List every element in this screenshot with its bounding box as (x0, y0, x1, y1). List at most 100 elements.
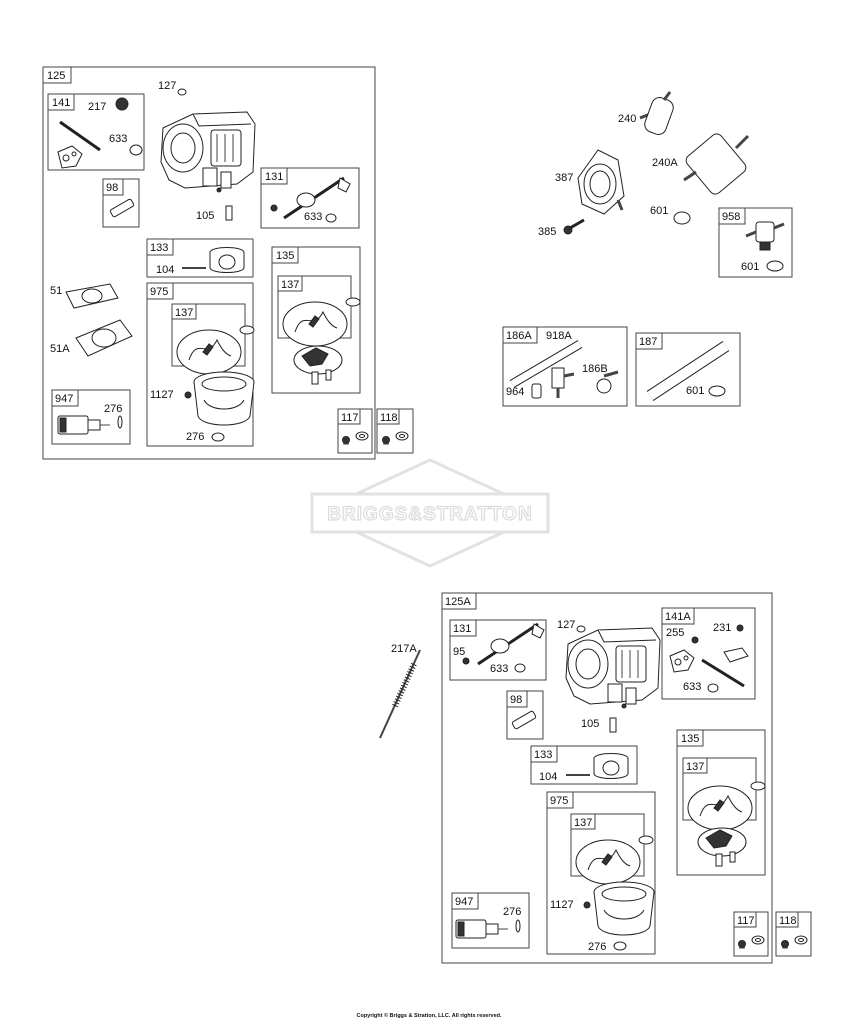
part-385-label: 385 (538, 226, 556, 238)
gasket-137-a (282, 297, 361, 347)
subassembly-187-label: 187 (639, 336, 657, 348)
part-601-label-958: 601 (741, 261, 759, 273)
gasket-51a (75, 319, 133, 357)
part-51a-label: 51A (50, 343, 70, 355)
fuel-system: 240 240A 387 385 601 958 (502, 91, 793, 407)
subassembly-131-label: 131 (265, 171, 283, 183)
part-95-label: 95 (453, 646, 465, 658)
fuel-filter-240a (683, 133, 750, 195)
solenoid-947b (455, 919, 521, 939)
throttle-shaft-b (476, 622, 546, 666)
gasket-137-b (176, 325, 255, 375)
subassembly-133-label: 133 (150, 242, 168, 254)
subassembly-947-label-b: 947 (455, 896, 473, 908)
part-217-label: 217 (88, 101, 106, 113)
part-95 (462, 657, 470, 665)
choke-shaft-b (701, 658, 745, 688)
subassembly-975-label: 975 (150, 286, 168, 298)
part-276-label-947: 276 (104, 403, 122, 415)
throttle-screw (270, 204, 278, 212)
part-98-screw-b (511, 710, 537, 730)
part-231 (736, 624, 744, 632)
part-117-b (738, 935, 765, 949)
shutoff-valve-958 (745, 221, 785, 251)
carb-base-135b (697, 827, 747, 867)
part-633-label-131: 633 (304, 211, 322, 223)
screw-385 (563, 218, 585, 235)
choke-shaft (59, 120, 101, 152)
part-104-label: 104 (156, 264, 174, 276)
choke-bracket (57, 145, 83, 169)
part-964 (531, 383, 542, 399)
carburetor-body (160, 111, 256, 193)
part-217 (115, 97, 129, 111)
carb-base-135 (293, 345, 343, 385)
part-276-975b (613, 941, 627, 951)
gasket-137-d (575, 835, 654, 885)
solenoid-947 (57, 415, 123, 435)
part-217a-label: 217A (391, 643, 417, 655)
subassembly-135-label: 135 (276, 250, 294, 262)
part-240a-label: 240A (652, 157, 678, 169)
part-117 (342, 431, 369, 445)
subassembly-118-label: 118 (380, 412, 398, 424)
part-276-label-947b: 276 (503, 906, 521, 918)
part-98-screw (109, 198, 135, 218)
part-118 (382, 431, 409, 445)
part-633-label-131b: 633 (490, 663, 508, 675)
part-276-975 (211, 432, 225, 442)
fitting-186a (551, 367, 575, 398)
assembly-125-label: 125 (47, 70, 65, 82)
part-633-131 (325, 213, 337, 223)
gasket-51 (65, 283, 119, 309)
part-633-label-141a: 633 (683, 681, 701, 693)
float-bowl-b (593, 881, 655, 936)
part-276-label-975b: 276 (588, 941, 606, 953)
assembly-125a: 125A 127 131 95 633 141A 255 231 633 98 (441, 592, 812, 964)
subassembly-133-label-b: 133 (534, 749, 552, 761)
part-105-label-b: 105 (581, 718, 599, 730)
subassembly-98-label: 98 (106, 182, 118, 194)
part-186b-label: 186B (582, 363, 608, 375)
part-633-141a (707, 683, 719, 693)
clamp-601-187 (708, 385, 726, 397)
part-1127 (184, 391, 192, 399)
subassembly-117-label: 117 (341, 412, 359, 424)
subassembly-98-label-b: 98 (510, 694, 522, 706)
spring-217a: 217A (379, 643, 421, 739)
part-601-label-187: 601 (686, 385, 704, 397)
part-118-b (781, 935, 808, 949)
part-127 (177, 88, 187, 96)
carburetor-body-b (565, 627, 661, 709)
choke-lever-b (723, 647, 749, 663)
part-240-label: 240 (618, 113, 636, 125)
fuel-pump-387 (577, 149, 625, 215)
part-127-label-b: 127 (557, 619, 575, 631)
float-bowl (193, 371, 255, 426)
subassembly-186a-label: 186A (506, 330, 532, 342)
part-105-b (609, 717, 617, 733)
part-231-label: 231 (713, 622, 731, 634)
clamp-601 (673, 211, 691, 225)
part-1127-label-b: 1127 (550, 899, 574, 911)
part-104-label-b: 104 (539, 771, 557, 783)
subassembly-131-label-b: 131 (453, 623, 471, 635)
subassembly-958-label: 958 (722, 211, 740, 223)
part-918a-label: 918A (546, 330, 572, 342)
assembly-125a-label: 125A (445, 596, 471, 608)
choke-bracket-b (669, 649, 695, 673)
subassembly-117-label-b: 117 (737, 915, 755, 927)
part-276-label-975: 276 (186, 431, 204, 443)
clamp-601-958 (766, 260, 784, 272)
part-105 (225, 205, 233, 221)
part-633 (129, 144, 143, 156)
subassembly-137-label-975: 137 (175, 307, 193, 319)
part-255-label: 255 (666, 627, 684, 639)
part-105-label: 105 (196, 210, 214, 222)
fuel-filter-240 (639, 91, 674, 135)
float-133-b (593, 753, 629, 779)
part-127-label: 127 (158, 80, 176, 92)
part-51-label: 51 (50, 285, 62, 297)
fitting-186b (596, 370, 619, 394)
